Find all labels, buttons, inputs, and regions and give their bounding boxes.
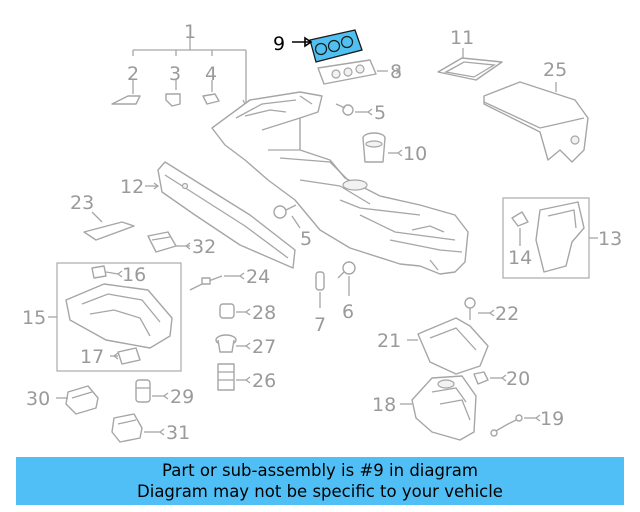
callout-3: 3 [169, 63, 181, 85]
callout-labels: 1 2 3 4 9 8 11 25 5 10 12 23 5 13 14 32 … [22, 21, 622, 444]
part-23-pad [83, 211, 135, 241]
callout-30: 30 [26, 388, 50, 410]
callout-29: 29 [170, 386, 194, 408]
part-32-switch [147, 231, 190, 253]
callout-17: 17 [80, 346, 104, 368]
callout-11: 11 [450, 27, 474, 49]
part-18-shifter-assembly [400, 375, 477, 441]
part-21-bracket [407, 317, 489, 375]
callout-28: 28 [252, 302, 276, 324]
part-30-switch [56, 385, 99, 415]
part-29-socket [135, 379, 164, 403]
callout-6: 6 [342, 301, 354, 323]
part-10-cup-holder [362, 132, 398, 163]
part-11-mat [437, 48, 503, 81]
part-5-screw-lower [273, 204, 301, 229]
callout-2: 2 [127, 63, 139, 85]
part-8-switch-housing [317, 59, 388, 85]
part-19-cable [490, 414, 536, 437]
part-15-group-box [48, 262, 182, 372]
callout-21: 21 [377, 330, 401, 352]
callout-1-bracket [132, 38, 250, 108]
callout-arrows [112, 67, 541, 436]
part-7-pin [315, 271, 325, 308]
parts-diagram: 1 2 3 4 9 8 11 25 5 10 12 23 5 13 14 32 … [22, 21, 622, 444]
callout-9: 9 [273, 33, 285, 55]
callout-5-lower: 5 [300, 228, 312, 250]
callout-20: 20 [506, 368, 530, 390]
callout-24: 24 [246, 266, 270, 288]
part-27-grommet [215, 334, 246, 353]
callout-1: 1 [184, 21, 196, 43]
callout-25: 25 [543, 59, 567, 81]
callout-16: 16 [122, 264, 146, 286]
part-1-console-body [211, 91, 469, 275]
part-26-bushing [217, 363, 246, 391]
part-6-bolt [337, 261, 356, 296]
callout-31: 31 [166, 422, 190, 444]
callout-18: 18 [372, 394, 396, 416]
callout-15: 15 [22, 307, 46, 329]
callout-22: 22 [495, 303, 519, 325]
callout-14: 14 [508, 247, 532, 269]
banner-line-1: Part or sub-assembly is #9 in diagram [162, 461, 478, 480]
part-20-nut [473, 371, 502, 385]
callout-19: 19 [540, 408, 564, 430]
callout-10: 10 [403, 143, 427, 165]
callout-26: 26 [252, 370, 276, 392]
callout-7: 7 [314, 314, 326, 336]
callout-23: 23 [70, 192, 94, 214]
banner-line-2: Diagram may not be specific to your vehi… [137, 482, 503, 501]
part-4-nut [202, 80, 220, 105]
part-31-switch [111, 413, 160, 443]
part-22-screw [464, 297, 490, 320]
part-3-retainer [165, 80, 181, 107]
callout-32: 32 [192, 236, 216, 258]
info-banner: Part or sub-assembly is #9 in diagram Di… [16, 457, 624, 505]
callout-13: 13 [598, 228, 622, 250]
part-28-clip [219, 303, 246, 319]
part-5-screw-upper [335, 103, 368, 116]
part-2-trim-clip [111, 80, 141, 105]
part-12-side-panel [145, 161, 296, 269]
part-24-harness [189, 275, 240, 291]
part-13-group-box [502, 197, 598, 279]
callout-27: 27 [252, 336, 276, 358]
callout-12: 12 [120, 176, 144, 198]
callout-4: 4 [205, 63, 217, 85]
callout-8: 8 [390, 61, 402, 83]
part-25-armrest-lid [483, 81, 589, 163]
part-9-control-panel [292, 29, 363, 63]
callout-5-upper: 5 [374, 102, 386, 124]
